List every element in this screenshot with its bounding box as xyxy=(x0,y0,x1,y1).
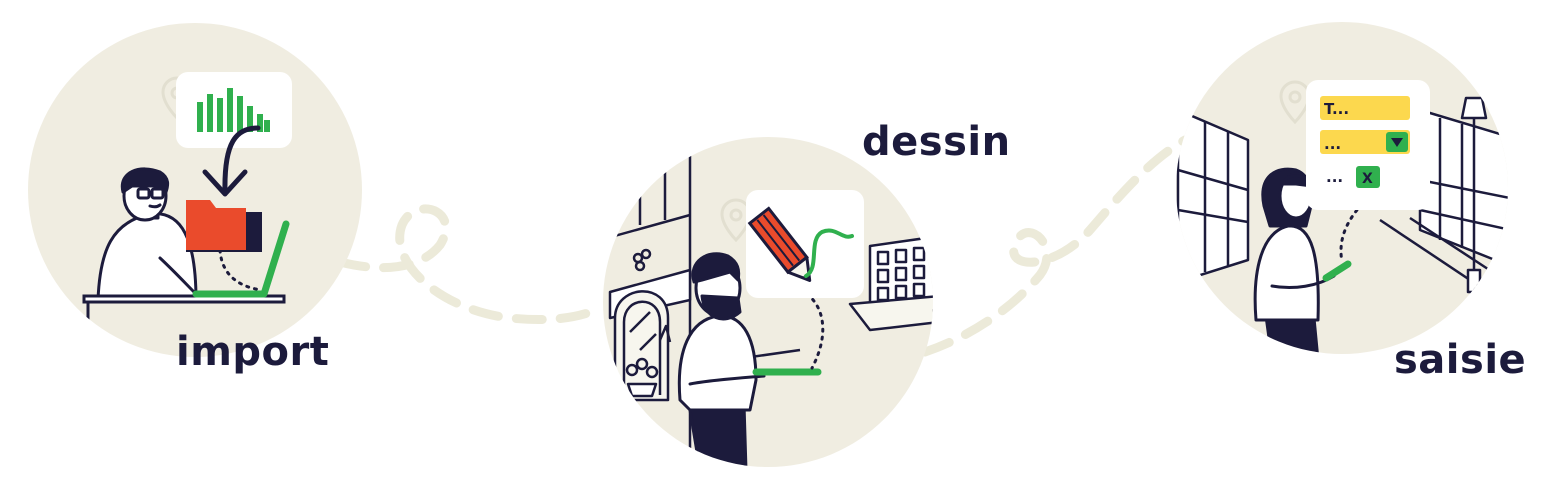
close-icon: X xyxy=(1362,171,1373,187)
close-box xyxy=(1356,166,1380,188)
bar-chart-icon xyxy=(197,88,270,132)
field-select-value: ... xyxy=(1324,135,1341,153)
drawing-card xyxy=(746,190,864,298)
phone-icon xyxy=(1322,260,1352,282)
pencil-icon xyxy=(747,206,854,282)
building-left xyxy=(1176,108,1250,284)
saisie-scene: T... ... ... X xyxy=(1176,22,1508,354)
step-label-import: import xyxy=(176,329,330,375)
dropdown-arrow-icon xyxy=(1391,138,1403,147)
text-field xyxy=(1320,96,1410,120)
step-label-dessin: dessin xyxy=(862,119,1011,165)
field-option-value: ... xyxy=(1326,168,1343,186)
person-dessin xyxy=(677,252,766,467)
download-arrow-icon xyxy=(202,125,261,197)
person-import xyxy=(96,167,198,302)
folder-icon xyxy=(186,200,262,252)
dessin-scene xyxy=(603,137,933,467)
step-label-saisie: saisie xyxy=(1394,337,1527,383)
dashed-connector-path xyxy=(335,135,1190,357)
import-scene xyxy=(28,23,362,357)
person-saisie xyxy=(1253,167,1336,354)
laptop-icon xyxy=(192,220,290,298)
desk xyxy=(82,294,286,304)
flower-decor xyxy=(625,248,672,398)
building-right xyxy=(848,234,933,332)
field-text-value: T... xyxy=(1324,100,1349,118)
